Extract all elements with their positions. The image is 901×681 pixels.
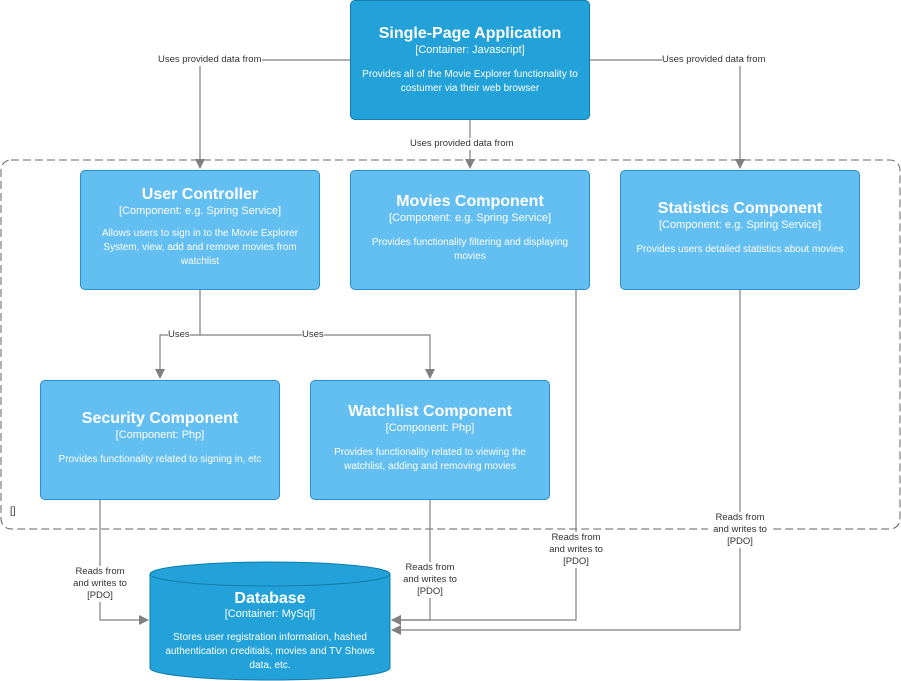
user-controller-component[interactable]: User Controller [Component: e.g. Spring …: [80, 170, 320, 290]
watchlist-tech: [Component: Php]: [385, 422, 475, 434]
security-component[interactable]: Security Component [Component: Php] Prov…: [40, 380, 280, 500]
spa-tech: [Container: Javascript]: [415, 44, 525, 56]
movies-title: Movies Component: [396, 193, 544, 210]
statistics-component[interactable]: Statistics Component [Component: e.g. Sp…: [620, 170, 860, 290]
statistics-description: Provides users detailed statistics about…: [636, 244, 844, 255]
database-container[interactable]: Database [Container: MySql] Stores user …: [150, 590, 390, 673]
database-cylinder: [149, 561, 391, 681]
edge-label-watchlist-to-database: Reads from and writes to [PDO]: [398, 562, 462, 598]
edge-label-line: and writes to: [403, 574, 457, 585]
edge-label-line: and writes to: [549, 544, 603, 555]
edge-spa-to-user-controller: [195, 59, 350, 169]
edge-label-line: and writes to: [73, 578, 127, 589]
edge-label-user-to-security: Uses: [168, 329, 190, 341]
edge-user-to-watchlist: [200, 334, 435, 379]
security-description: Provides functionality related to signin…: [58, 454, 262, 465]
spa-description: Provides all of the Movie Explorer funct…: [362, 69, 578, 94]
edge-label-security-to-database: Reads from and writes to [PDO]: [68, 566, 132, 602]
edge-label-line: Reads from: [405, 562, 455, 573]
edge-label-line: Reads from: [715, 512, 765, 523]
security-tech: [Component: Php]: [115, 429, 205, 441]
edge-label-line: [PDO]: [563, 556, 589, 567]
statistics-tech: [Component: e.g. Spring Service]: [658, 219, 822, 231]
database-title: Database: [234, 590, 306, 607]
statistics-title: Statistics Component: [657, 200, 823, 217]
spa-title: Single-Page Application: [378, 25, 562, 42]
edge-statistics-to-database: [391, 290, 741, 635]
user-controller-description: Allows users to sign in to the Movie Exp…: [101, 228, 299, 267]
user-controller-tech: [Component: e.g. Spring Service]: [118, 205, 282, 217]
edge-label-line: [PDO]: [727, 536, 753, 547]
edge-label-spa-to-user: Uses provided data from: [158, 54, 262, 66]
user-controller-title: User Controller: [141, 186, 259, 203]
edge-spa-to-statistics: [590, 59, 745, 169]
boundary-label: []: [10, 506, 16, 517]
edge-label-spa-to-movies: Uses provided data from: [410, 138, 514, 150]
movies-tech: [Component: e.g. Spring Service]: [388, 212, 552, 224]
spa-container[interactable]: Single-Page Application [Container: Java…: [350, 0, 590, 120]
edge-label-user-to-watchlist: Uses: [302, 329, 324, 341]
security-title: Security Component: [81, 410, 239, 427]
edge-label-line: Reads from: [551, 532, 601, 543]
edge-movies-to-database: [391, 290, 577, 625]
watchlist-description: Provides functionality related to viewin…: [334, 447, 526, 472]
edge-label-line: Reads from: [75, 566, 125, 577]
database-description: Stores user registration information, ha…: [165, 632, 375, 671]
edge-security-to-database: [99, 500, 149, 625]
edge-label-line: [PDO]: [417, 586, 443, 597]
movies-description: Provides functionality filtering and dis…: [371, 237, 569, 262]
edge-label-line: [PDO]: [87, 590, 113, 601]
watchlist-title: Watchlist Component: [348, 403, 512, 420]
watchlist-component[interactable]: Watchlist Component [Component: Php] Pro…: [310, 380, 550, 500]
edge-watchlist-to-database: [391, 500, 431, 625]
edge-label-movies-to-database: Reads from and writes to [PDO]: [544, 532, 608, 568]
system-boundary: [0, 159, 901, 530]
database-tech: [Container: MySql]: [224, 608, 316, 620]
edge-label-spa-to-statistics: Uses provided data from: [662, 54, 766, 66]
edge-label-statistics-to-database: Reads from and writes to [PDO]: [708, 512, 772, 548]
movies-component[interactable]: Movies Component [Component: e.g. Spring…: [350, 170, 590, 290]
edge-label-line: and writes to: [713, 524, 767, 535]
